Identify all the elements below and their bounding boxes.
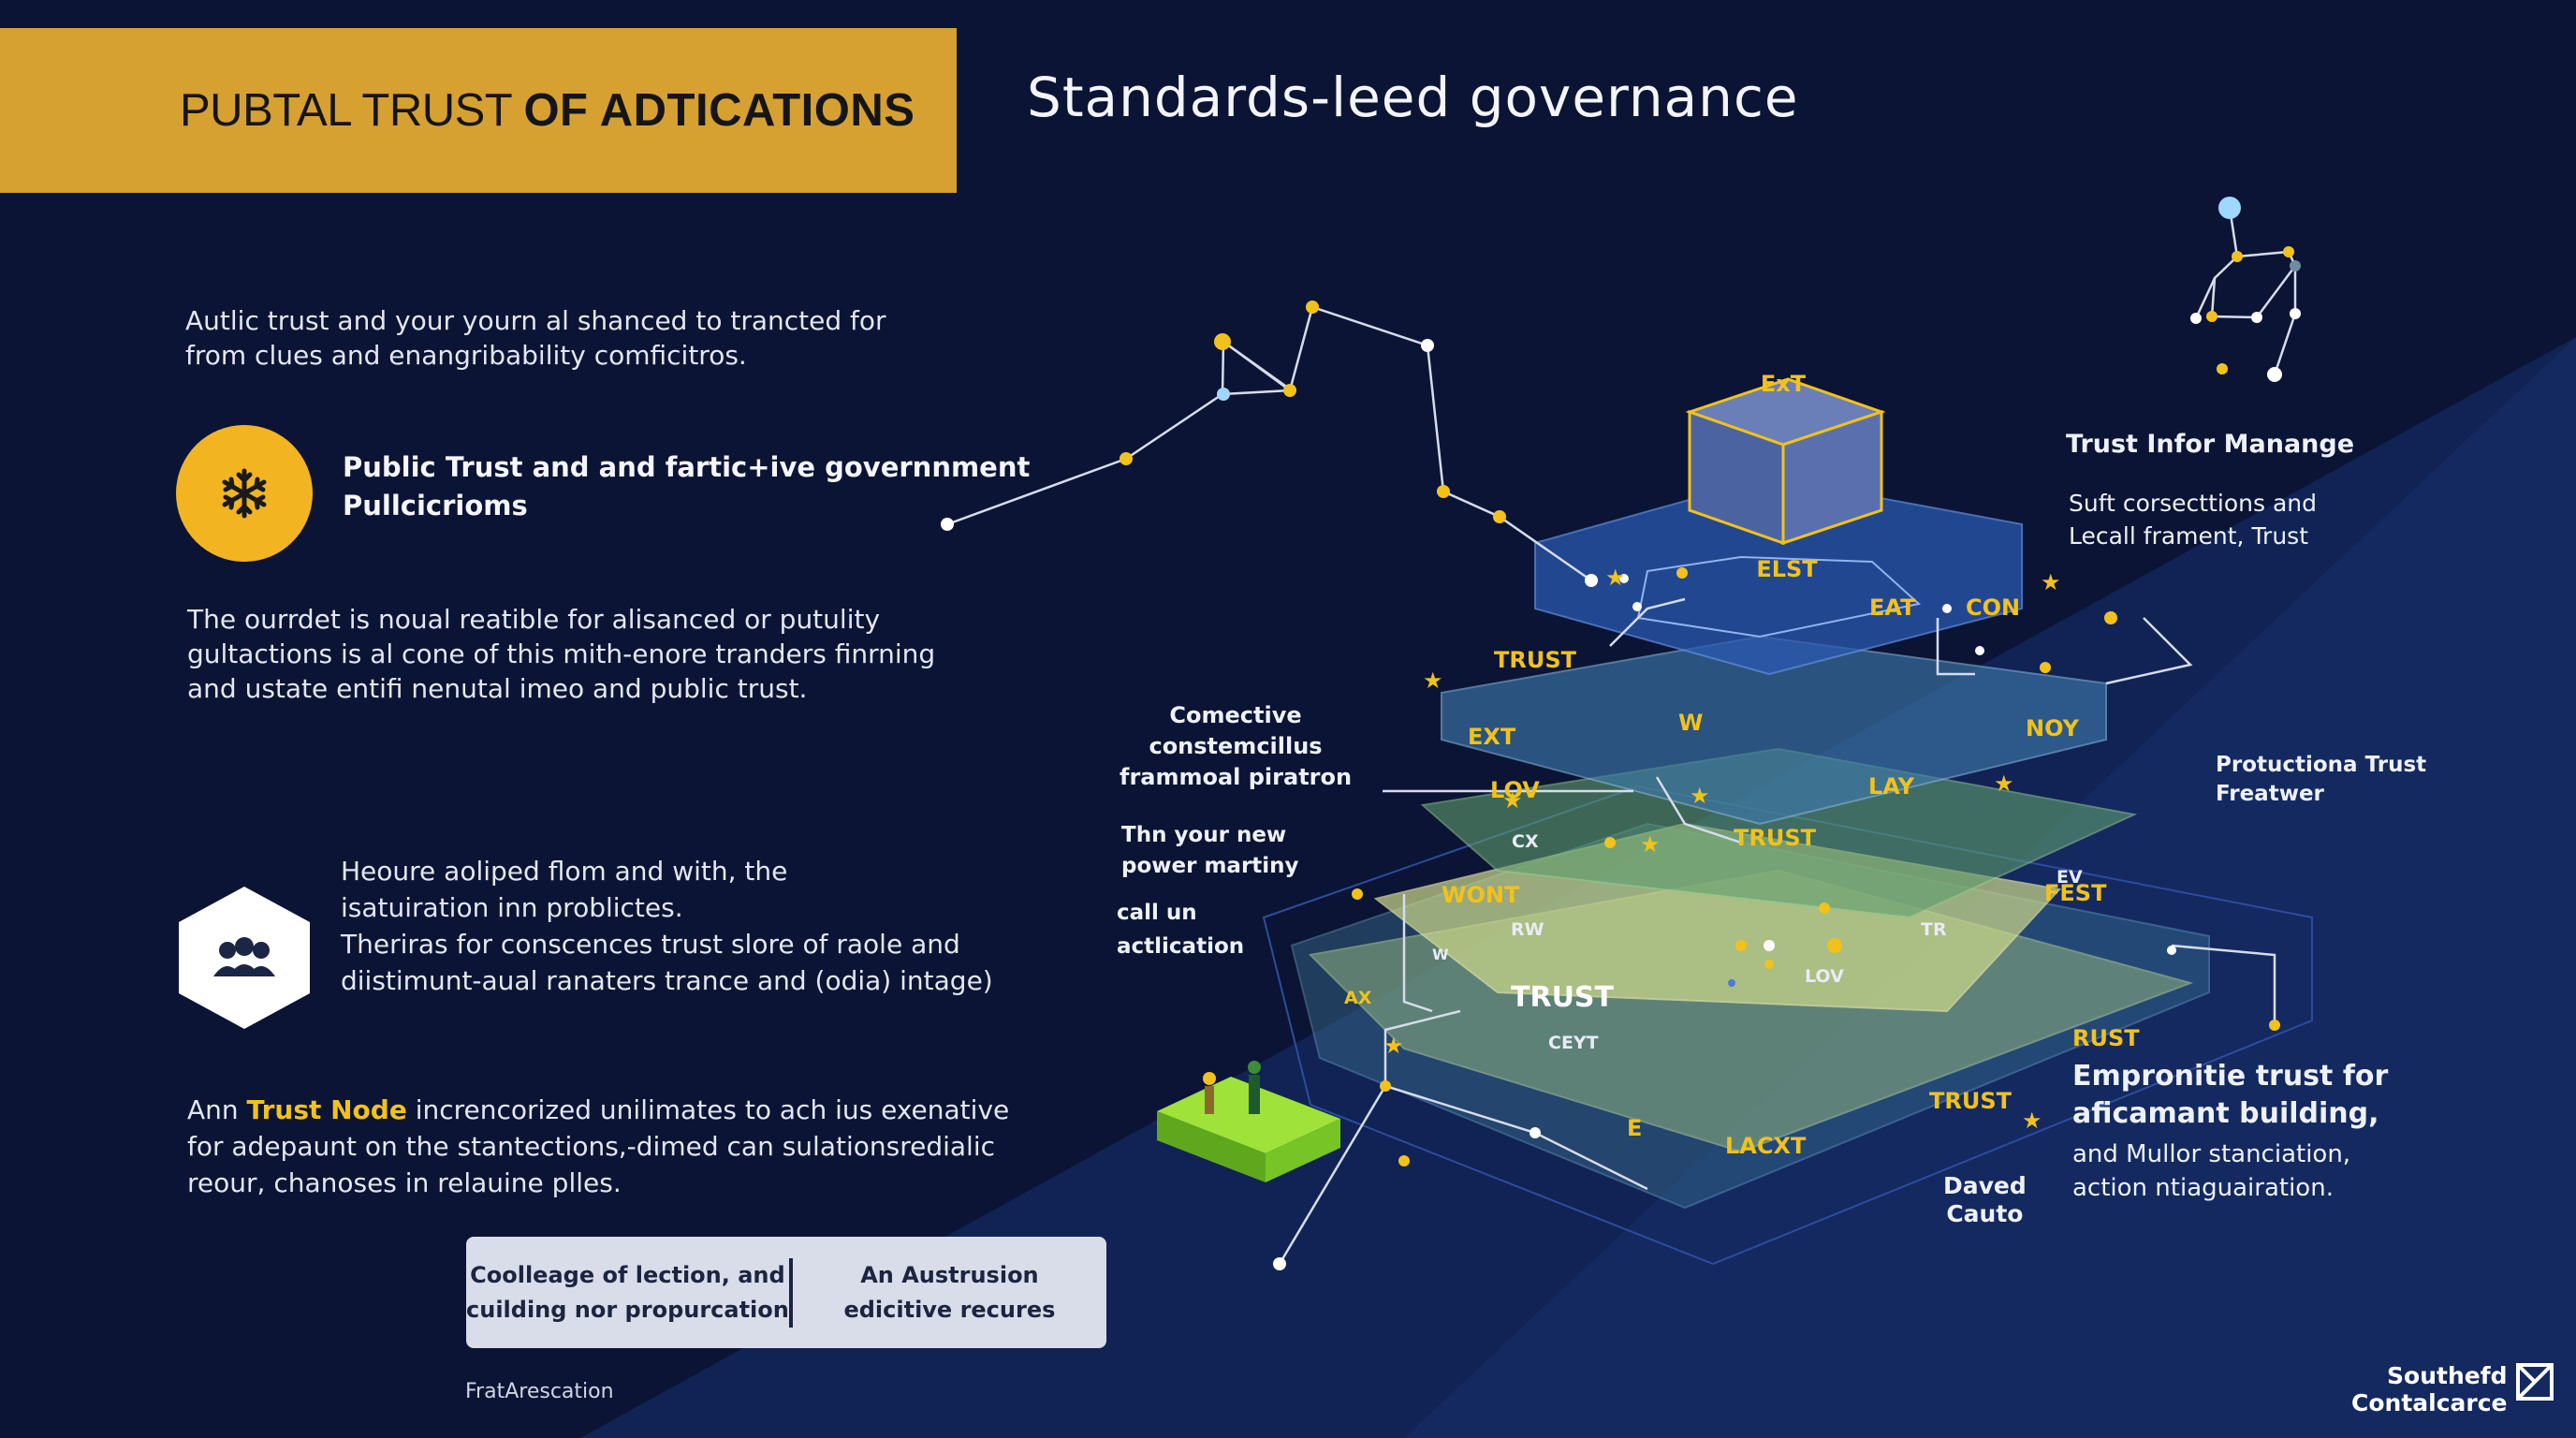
- logo-text: Southefd Contalcarce: [2351, 1362, 2508, 1416]
- label-trust-big: TRUST: [1511, 981, 1615, 1014]
- svg-text:★: ★: [1640, 831, 1661, 858]
- label-rust: RUST: [2072, 1025, 2140, 1051]
- label-tr: TR: [1921, 919, 1947, 940]
- people-group-icon: [179, 887, 310, 1029]
- page-subtitle: Standards-leed governance: [1027, 66, 1799, 129]
- svg-text:★: ★: [1605, 565, 1626, 591]
- label-cx: CX: [1512, 831, 1539, 852]
- footer-text: FratArescation: [465, 1380, 614, 1403]
- label-trust-2: TRUST: [1734, 825, 1817, 851]
- label-trust-1: TRUST: [1494, 647, 1577, 673]
- constellation-nodes: [941, 301, 2280, 1270]
- trust-node-highlight: Trust Node: [246, 1094, 407, 1125]
- label-lay: LAY: [1868, 773, 1915, 800]
- svg-text:★: ★: [2022, 1108, 2042, 1134]
- title-banner: PUBTAL TRUST OF ADTICATIONS: [0, 28, 957, 193]
- connective-label: Comective constemcillus frammoal piratro…: [1120, 702, 1353, 790]
- label-w-white: W: [1432, 946, 1449, 963]
- info-box-right: An Austrusion edicitive recures: [843, 1261, 1056, 1323]
- feature1-text: Public Trust and and fartic+ive governnm…: [343, 451, 1031, 521]
- intro-text: Autlic trust and your yourn al shanced t…: [185, 305, 886, 371]
- info-box: Coolleage of lection, and cuilding nor p…: [466, 1237, 1106, 1348]
- empower-title: Empronitie trust for aficamant building,: [2072, 1060, 2389, 1130]
- label-noy: NOY: [2026, 715, 2080, 741]
- svg-text:★: ★: [1994, 770, 2014, 797]
- snowflake-icon: [176, 425, 313, 562]
- person-figure-icon: [1203, 1061, 1261, 1114]
- feature2-text: Heoure aoliped flom and with, the isatui…: [341, 856, 993, 996]
- svg-text:★: ★: [1423, 668, 1443, 694]
- label-e: E: [1627, 1115, 1642, 1141]
- brand-logo: Southefd Contalcarce: [2351, 1362, 2554, 1416]
- mini-constellation: [2194, 207, 2297, 375]
- label-rw: RW: [1511, 919, 1544, 940]
- green-platform: [1157, 1077, 1340, 1182]
- manage-title: Trust Infor Manange: [2066, 430, 2355, 459]
- daved-label: Daved Cauto: [1943, 1172, 2027, 1227]
- label-ext-top: ExT: [1761, 371, 1807, 397]
- mini-constellation-nodes: [2190, 197, 2301, 382]
- star-markers: ★ ★ ★ ★ ★ ★ ★ ★ ★: [1383, 565, 2061, 1134]
- label-ev: EV: [2056, 867, 2083, 888]
- svg-text:★: ★: [1690, 783, 1710, 809]
- label-eat: EAT: [1869, 594, 1916, 621]
- envelope-icon: [2515, 1363, 2554, 1401]
- label-wont: WONT: [1442, 882, 1520, 908]
- protection-label: Protuctiona Trust Freatwer: [2216, 753, 2427, 806]
- label-ext: EXT: [1468, 724, 1516, 750]
- info-box-left: Coolleage of lection, and cuilding nor p…: [466, 1261, 789, 1323]
- svg-text:★: ★: [1502, 787, 1523, 814]
- svg-text:★: ★: [1383, 1033, 1404, 1059]
- empower-text: and Mullor stanciation, action ntiaguair…: [2072, 1140, 2351, 1202]
- label-fest: FEST: [2044, 880, 2107, 906]
- label-lov: LOV: [1490, 777, 1540, 803]
- svg-text:★: ★: [2041, 569, 2061, 595]
- label-w-small: W: [1678, 710, 1703, 736]
- call-label: call un actlication: [1117, 901, 1245, 959]
- label-ceyt: CEYT: [1548, 1033, 1599, 1053]
- label-ax: AX: [1344, 988, 1372, 1008]
- paragraph-2: The ourrdet is noual reatible for alisan…: [187, 604, 936, 704]
- label-lov-small: LOV: [1805, 966, 1844, 987]
- label-lacxt: LACXT: [1725, 1133, 1807, 1159]
- banner-title: PUBTAL TRUST OF ADTICATIONS: [180, 85, 915, 136]
- label-elst: ELST: [1756, 556, 1818, 582]
- power-label: Thn your new power martiny: [1121, 823, 1299, 878]
- manage-text: Suft corsecttions and Lecall frament, Tr…: [2069, 490, 2317, 550]
- info-box-divider: [788, 1257, 793, 1328]
- label-trust-3: TRUST: [1929, 1088, 2012, 1114]
- top-cube-right: [1781, 409, 1883, 546]
- paragraph-3: Ann Trust Node increncorized unilimates …: [187, 1094, 1010, 1198]
- label-con: CON: [1966, 594, 2020, 621]
